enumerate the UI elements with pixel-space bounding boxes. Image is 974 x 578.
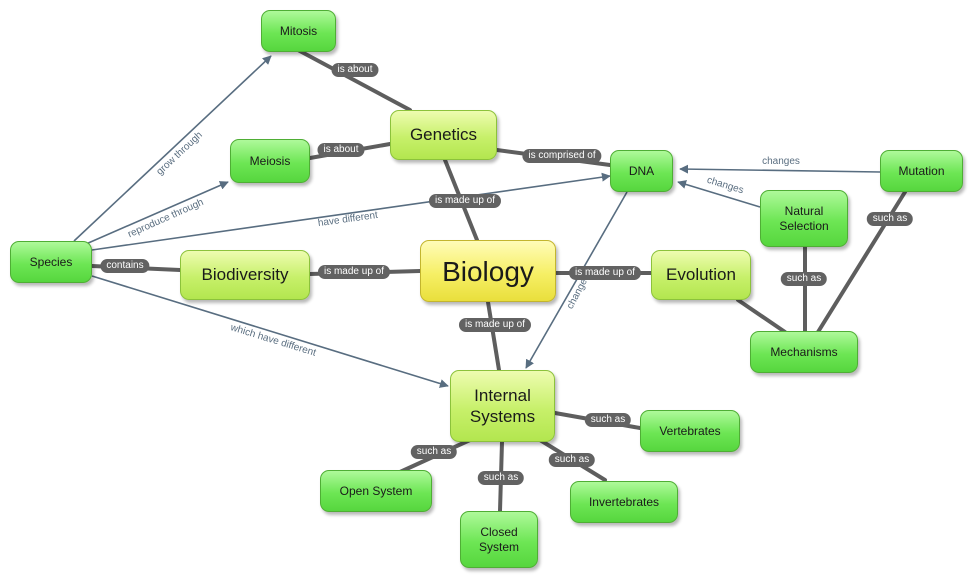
link-label-biology-evolution: is made up of	[568, 266, 642, 280]
link-label-is-comprised-of: is comprised of	[522, 149, 602, 163]
link-label-biology-internal: is made up of	[458, 318, 532, 332]
arrow-species-internal	[91, 275, 449, 388]
node-open-system[interactable]: Open System	[320, 470, 432, 512]
link-label-is-about-meiosis: is about	[317, 143, 365, 157]
node-natural-selection[interactable]: Natural Selection	[760, 190, 848, 247]
node-meiosis[interactable]: Meiosis	[230, 139, 310, 183]
arrow-species-mitosis	[73, 55, 272, 242]
node-vertebrates[interactable]: Vertebrates	[640, 410, 740, 452]
arrow-mutation-dna	[679, 164, 881, 174]
node-biodiversity[interactable]: Biodiversity	[180, 250, 310, 300]
arrow-species-dna	[91, 172, 611, 251]
edge-mitosis-genetics	[296, 48, 412, 112]
node-invertebrates[interactable]: Invertebrates	[570, 481, 678, 523]
edge-biology-internal	[486, 300, 501, 372]
link-label-selection-such-as: such as	[780, 272, 828, 286]
node-evolution[interactable]: Evolution	[651, 250, 751, 300]
link-label-biology-genetics: is made up of	[428, 194, 502, 208]
link-label-contains: contains	[100, 259, 150, 273]
node-genetics[interactable]: Genetics	[390, 110, 497, 160]
link-label-closed-such-as: such as	[477, 471, 525, 485]
node-closed-system[interactable]: Closed System	[460, 511, 538, 568]
arrow-label-mutation-changes: changes	[762, 156, 800, 167]
node-species[interactable]: Species	[10, 241, 92, 283]
link-label-vertebrates-such-as: such as	[584, 413, 632, 427]
node-dna[interactable]: DNA	[610, 150, 673, 192]
node-mutation[interactable]: Mutation	[880, 150, 963, 192]
link-label-mutation-such-as: such as	[866, 212, 914, 226]
link-label-is-about-mitosis: is about	[331, 63, 379, 77]
arrow-evolution-internal	[525, 191, 628, 369]
arrow-species-meiosis	[85, 181, 229, 245]
link-label-open-such-as: such as	[410, 445, 458, 459]
node-internal-systems[interactable]: Internal Systems	[450, 370, 555, 442]
node-mitosis[interactable]: Mitosis	[261, 10, 336, 52]
edge-evolution-mechanisms	[736, 298, 787, 334]
node-mechanisms[interactable]: Mechanisms	[750, 331, 858, 373]
link-label-biology-biodiversity: is made up of	[317, 265, 391, 279]
link-label-invertebrates-such-as: such as	[548, 453, 596, 467]
node-biology[interactable]: Biology	[420, 240, 556, 302]
arrow-natural-selection-dna	[677, 180, 761, 208]
